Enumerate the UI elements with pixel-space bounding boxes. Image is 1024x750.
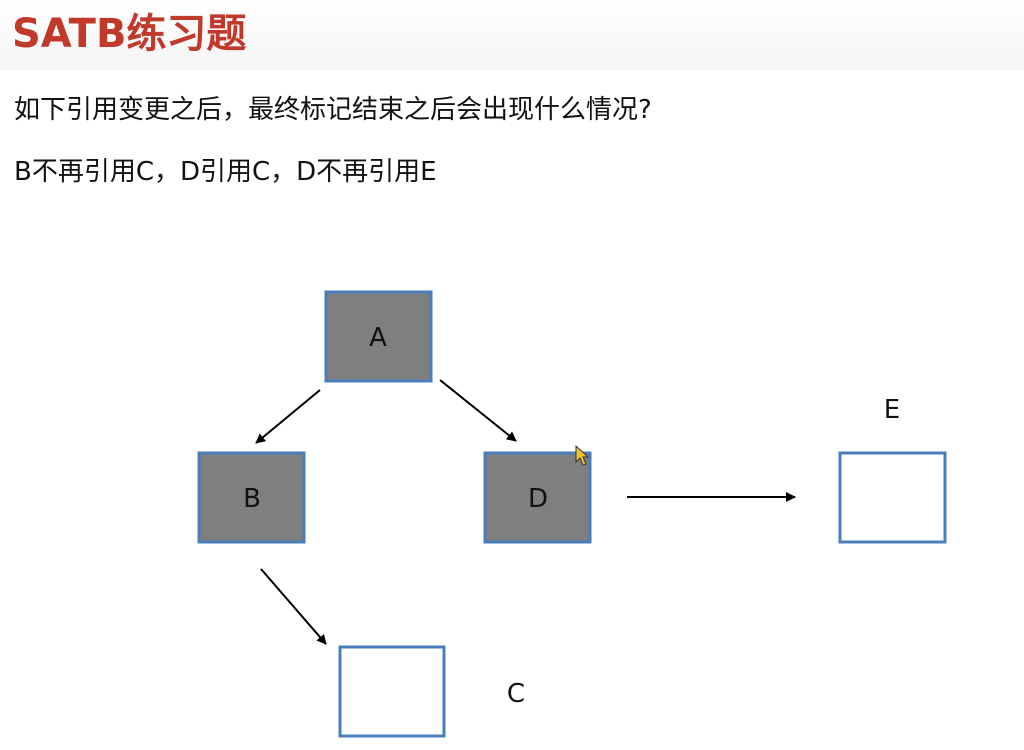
node-a-label: A xyxy=(369,323,387,353)
node-b-label: B xyxy=(243,484,261,514)
node-d-label: D xyxy=(528,484,548,514)
title-band xyxy=(0,0,1024,70)
question-text: 如下引用变更之后，最终标记结束之后会出现什么情况? xyxy=(14,95,652,125)
node-e xyxy=(838,451,947,544)
node-a xyxy=(324,290,433,383)
node-c xyxy=(338,645,446,738)
edge-a-b xyxy=(255,389,321,444)
node-e-label: E xyxy=(884,395,900,425)
edge-a-d xyxy=(439,379,517,442)
condition-text: B不再引用C，D引用C，D不再引用E xyxy=(14,157,437,187)
slide-title: SATB练习题 xyxy=(12,11,247,57)
mouse-cursor-icon xyxy=(575,444,590,466)
node-b xyxy=(197,451,306,544)
node-c-label: C xyxy=(507,679,525,709)
node-d xyxy=(483,451,592,544)
edge-b-c xyxy=(260,568,327,645)
